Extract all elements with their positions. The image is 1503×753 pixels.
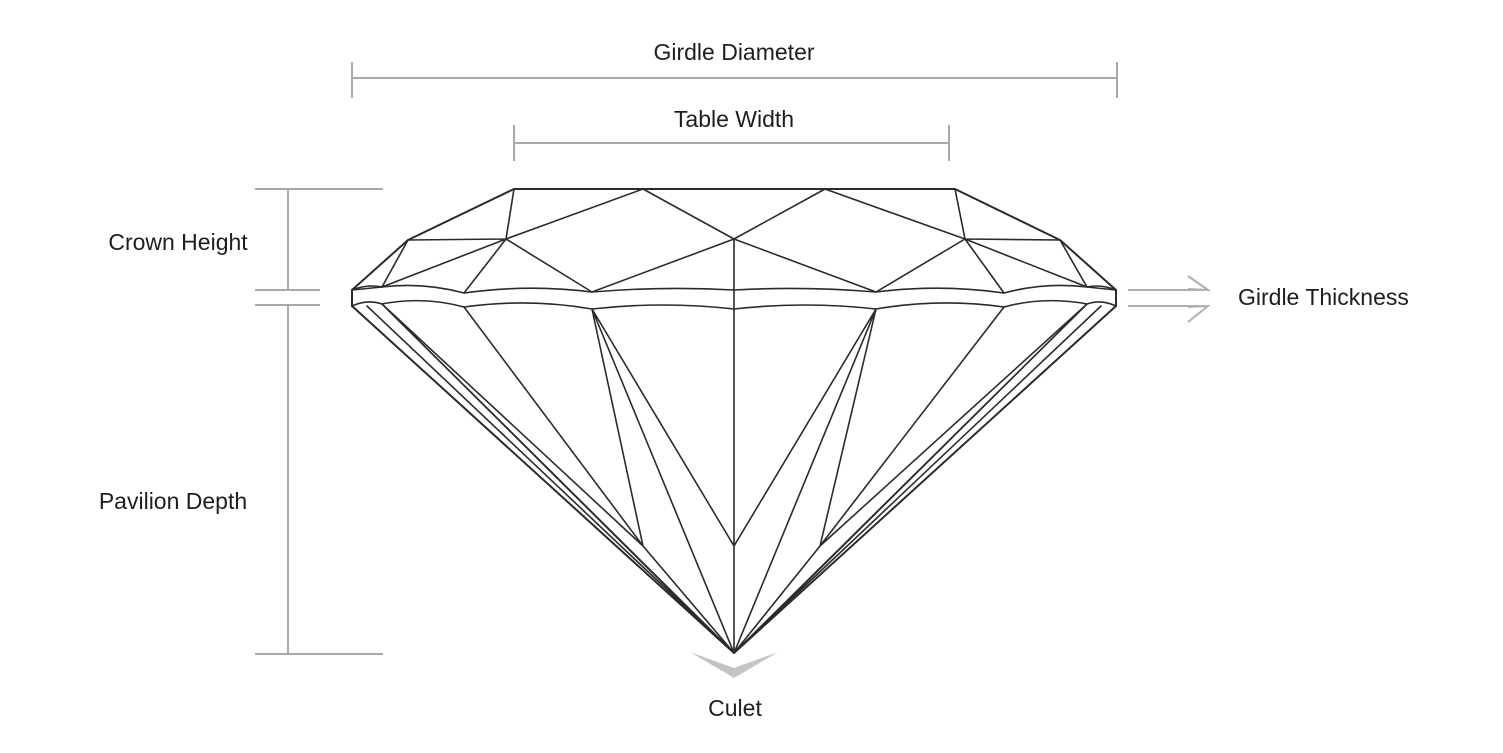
pavilion-depth-dimension: Pavilion Depth — [99, 304, 383, 655]
pavilion-depth-label: Pavilion Depth — [99, 488, 247, 514]
table-width-dimension: Table Width — [513, 106, 950, 161]
diamond-crown — [351, 188, 1117, 309]
girdle-diameter-dimension: Girdle Diameter — [351, 39, 1118, 98]
girdle-thickness-arrow-top — [1128, 275, 1212, 292]
culet-indicator: Culet — [690, 652, 778, 721]
girdle-diameter-label: Girdle Diameter — [653, 39, 814, 65]
crown-facets — [351, 188, 1117, 309]
culet-label: Culet — [708, 695, 762, 721]
culet-chevron-icon — [690, 652, 778, 678]
pavilion-facets — [366, 303, 1102, 654]
girdle-top-edge — [351, 284, 1117, 294]
table-width-label: Table Width — [674, 106, 794, 132]
crown-height-label: Crown Height — [108, 229, 248, 255]
girdle-thickness-label: Girdle Thickness — [1238, 284, 1409, 310]
girdle-thickness-indicator: Girdle Thickness — [1128, 275, 1409, 323]
diamond-pavilion — [351, 303, 1117, 654]
girdle-thickness-arrow-bottom — [1128, 304, 1212, 323]
crown-outline — [351, 188, 1117, 291]
crown-height-dimension: Crown Height — [108, 188, 383, 291]
